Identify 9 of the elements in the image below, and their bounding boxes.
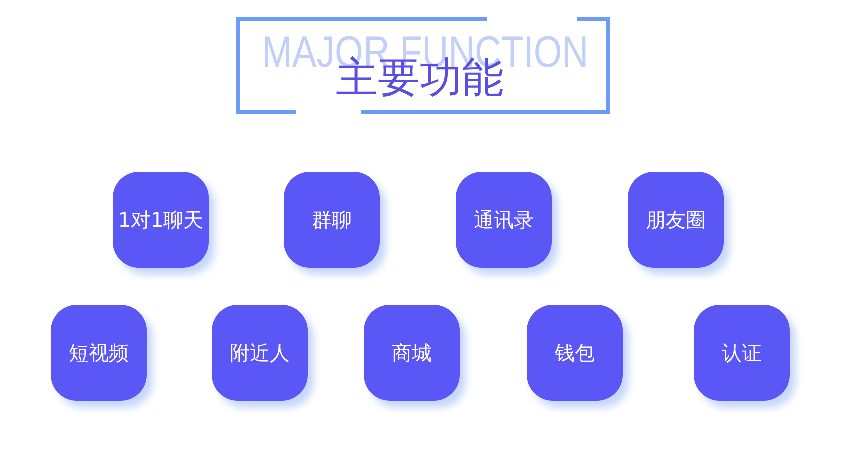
feature-tile: 群聊 bbox=[284, 172, 380, 268]
feature-tile: 通讯录 bbox=[456, 172, 552, 268]
feature-tile: 短视频 bbox=[51, 305, 147, 401]
feature-tile: 朋友圈 bbox=[628, 172, 724, 268]
feature-tile: 1对1聊天 bbox=[113, 172, 209, 268]
feature-tile: 认证 bbox=[694, 305, 790, 401]
feature-tile: 钱包 bbox=[527, 305, 623, 401]
feature-tile: 附近人 bbox=[212, 305, 308, 401]
feature-tile: 商城 bbox=[364, 305, 460, 401]
